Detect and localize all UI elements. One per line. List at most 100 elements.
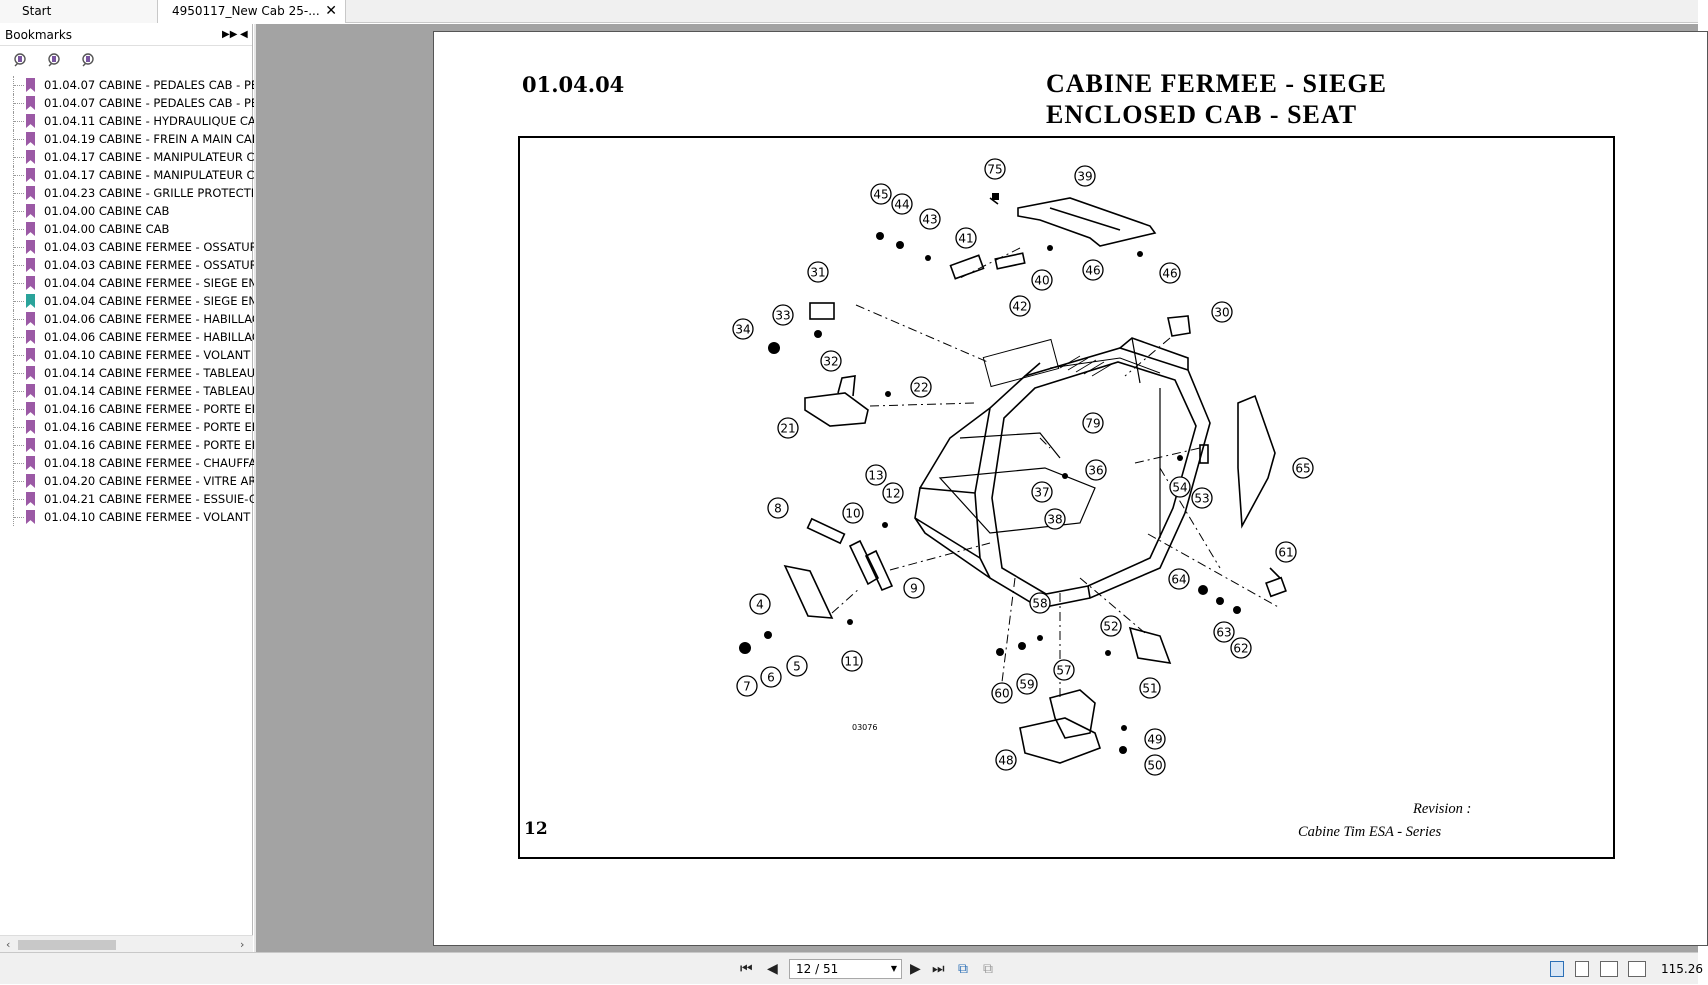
bookmark-label: 01.04.00 CABINE CAB (44, 204, 170, 218)
last-page-icon[interactable]: ⏭ (932, 961, 945, 977)
part-callout: 36 (1085, 459, 1107, 481)
bookmark-item[interactable]: 01.04.04 CABINE FERMEE - SIEGE EN (0, 292, 258, 310)
part-callout: 32 (820, 350, 842, 372)
callout-circle (777, 417, 799, 439)
callout-label: 65 (1295, 462, 1310, 476)
bookmark-item[interactable]: 01.04.04 CABINE FERMEE - SIEGE EN (0, 274, 257, 292)
bookmark-label: 01.04.17 CABINE - MANIPULATEUR C (44, 150, 255, 164)
bookmark-item[interactable]: 01.04.17 CABINE - MANIPULATEUR C (0, 166, 255, 184)
part-callout: 42 (1009, 295, 1031, 317)
tree-connector (14, 463, 24, 464)
page-selector[interactable]: 12 / 51 ▼ (789, 959, 902, 979)
bookmark-item[interactable]: 01.04.21 CABINE FERMEE - ESSUIE-G (0, 490, 258, 508)
bookmark-icon (26, 204, 35, 218)
bookmark-icon (26, 186, 35, 200)
bookmark-item[interactable]: 01.04.17 CABINE - MANIPULATEUR C (0, 148, 255, 166)
bookmark-item[interactable]: 01.04.10 CABINE FERMEE - VOLANT I (0, 346, 257, 364)
bookmark-label: 01.04.00 CABINE CAB (44, 222, 170, 236)
bookmark-item[interactable]: 01.04.14 CABINE FERMEE - TABLEAU (0, 382, 255, 400)
bookmark-item[interactable]: 01.04.03 CABINE FERMEE - OSSATUR (0, 238, 258, 256)
callout-label: 30 (1214, 306, 1229, 320)
bookmark-item[interactable]: 01.04.23 CABINE - GRILLE PROTECTI (0, 184, 254, 202)
continuous-facing-view-icon[interactable] (1628, 961, 1646, 977)
bookmark-item[interactable]: 01.04.18 CABINE FERMEE - CHAUFFA( (0, 454, 261, 472)
tree-line (13, 274, 14, 292)
tab-start[interactable]: Start (0, 0, 158, 23)
bookmark-icon (26, 294, 35, 308)
continuous-view-icon[interactable] (1575, 961, 1589, 977)
bookmark-item[interactable]: 01.04.07 CABINE - PEDALES CAB - PE (0, 76, 258, 94)
bookmark-item[interactable]: 01.04.16 CABINE FERMEE - PORTE EN (0, 436, 260, 454)
callout-circle (1031, 481, 1053, 503)
previous-view-icon[interactable]: ⧉ (958, 961, 968, 977)
panel-splitter[interactable] (254, 24, 256, 952)
chevron-down-icon[interactable]: ▼ (890, 964, 897, 973)
callout-circle (1016, 673, 1038, 695)
next-view-icon[interactable]: ⧉ (983, 961, 993, 977)
drawing-reference: 03076 (852, 723, 877, 732)
cab-frame-inner (991, 361, 1197, 595)
callout-circle (1085, 459, 1107, 481)
bookmark-item[interactable]: 01.04.06 CABINE FERMEE - HABILLAG (0, 310, 261, 328)
part-callout: 33 (772, 304, 794, 326)
page-title-english: ENCLOSED CAB - SEAT (1046, 100, 1358, 129)
bookmark-item[interactable]: 01.04.03 CABINE FERMEE - OSSATUR (0, 256, 258, 274)
single-page-view-icon[interactable] (1550, 961, 1564, 977)
callout-label: 50 (1147, 759, 1162, 773)
part-callout: 9 (903, 577, 925, 599)
part-callout: 61 (1275, 541, 1297, 563)
bookmark-item[interactable]: 01.04.10 CABINE FERMEE - VOLANT I (0, 508, 257, 526)
tree-connector (14, 229, 24, 230)
bookmark-icon (26, 168, 35, 182)
callout-circle (1082, 412, 1104, 434)
bookmark-icon (26, 78, 35, 92)
bookmark-item[interactable]: 01.04.11 CABINE - HYDRAULIQUE CA (0, 112, 256, 130)
bookmark-item[interactable]: 01.04.20 CABINE FERMEE - VITRE AR (0, 472, 256, 490)
scroll-right-icon[interactable]: › (240, 938, 245, 951)
tree-connector (14, 121, 24, 122)
scroll-left-icon[interactable]: ‹ (6, 938, 11, 951)
bookmark-item[interactable]: 01.04.06 CABINE FERMEE - HABILLAG (0, 328, 261, 346)
tree-line (13, 184, 14, 202)
callout-label: 34 (735, 323, 750, 337)
collapse-panel-icon[interactable]: ◀ (240, 29, 248, 40)
next-page-icon[interactable]: ▶ (910, 961, 921, 977)
bookmark-item[interactable]: 01.04.16 CABINE FERMEE - PORTE EN (0, 418, 260, 436)
facing-view-icon[interactable] (1600, 961, 1618, 977)
tab-document[interactable]: 4950117_New Cab 25-... ✕ (158, 0, 346, 23)
tree-line (13, 76, 14, 94)
bookmark-item[interactable]: 01.04.00 CABINE CAB (0, 220, 253, 238)
callout-label: 21 (780, 422, 795, 436)
zoom-level[interactable]: 115.26 (1661, 962, 1703, 976)
previous-page-icon[interactable]: ◀ (767, 961, 778, 977)
bookmark-icon (26, 240, 35, 254)
callout-circle (865, 464, 887, 486)
scrollbar-thumb[interactable] (18, 940, 116, 950)
document-view[interactable]: 01.04.04 CABINE FERMEE - SIEGE ENCLOSED … (256, 24, 1708, 952)
horizontal-scrollbar[interactable]: ‹ › (0, 935, 253, 952)
callout-circle (991, 682, 1013, 704)
bookmark-item[interactable]: 01.04.07 CABINE - PEDALES CAB - PE (0, 94, 258, 112)
bookmark-item[interactable]: 01.04.16 CABINE FERMEE - PORTE EN (0, 400, 260, 418)
close-icon[interactable]: ✕ (325, 3, 337, 19)
first-page-icon[interactable]: ⏮ (740, 961, 753, 977)
callout-circle (910, 376, 932, 398)
expand-bookmark-icon[interactable] (46, 52, 62, 68)
callout-label: 4 (756, 598, 764, 612)
bookmark-label: 01.04.04 CABINE FERMEE - SIEGE EN (44, 294, 258, 308)
part-callout: 65 (1292, 457, 1314, 479)
part-callout: 12 (882, 482, 904, 504)
bookmark-icon (26, 96, 35, 110)
part-callout: 46 (1159, 262, 1181, 284)
bookmark-item[interactable]: 01.04.14 CABINE FERMEE - TABLEAU (0, 364, 255, 382)
part-callout: 60 (991, 682, 1013, 704)
expand-panel-icon[interactable]: ▶▶ (222, 29, 238, 40)
bookmark-options-icon[interactable] (12, 52, 28, 68)
callout-label: 36 (1088, 464, 1103, 478)
bookmark-item[interactable]: 01.04.19 CABINE - FREIN A MAIN CAB (0, 130, 260, 148)
bookmark-label: 01.04.06 CABINE FERMEE - HABILLAG (44, 330, 261, 344)
bookmark-item[interactable]: 01.04.00 CABINE CAB (0, 202, 253, 220)
page-indicator: 12 / 51 (796, 962, 839, 976)
add-bookmark-icon[interactable] (80, 52, 96, 68)
top-plate (1017, 197, 1157, 247)
